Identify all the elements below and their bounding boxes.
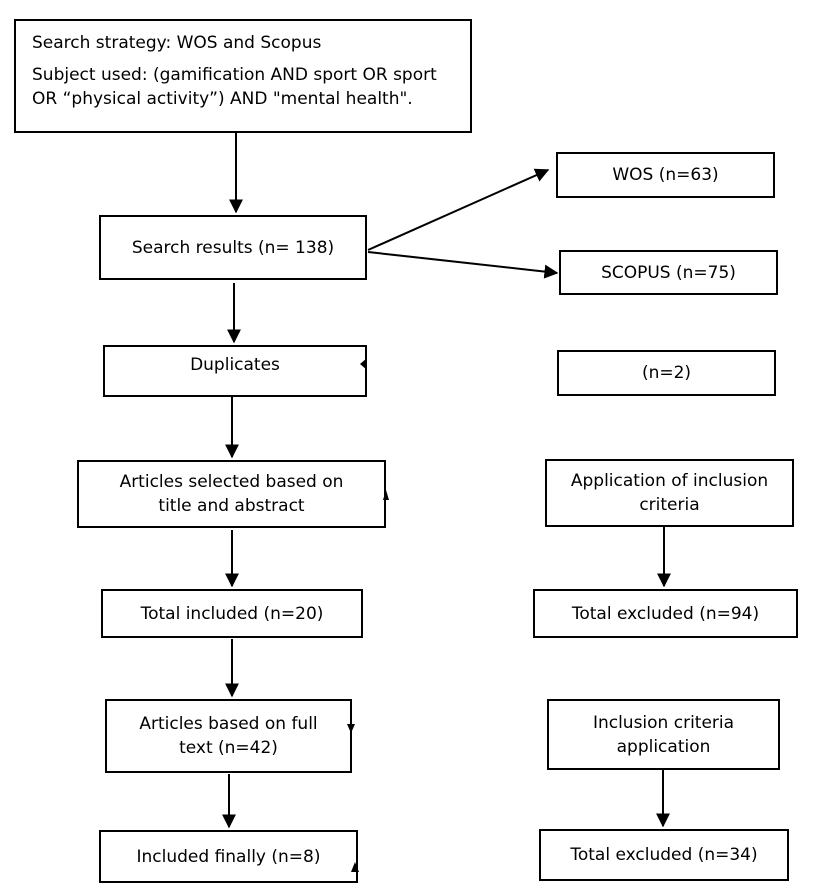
included-finally-box: Included finally (n=8) (99, 830, 358, 883)
tick-included-finally (351, 862, 359, 872)
duplicates-label: Duplicates (190, 355, 280, 375)
search-results-box: Search results (n= 138) (99, 215, 367, 280)
wos-box: WOS (n=63) (556, 152, 775, 198)
full-text-box: Articles based on full text (n=42) (105, 699, 352, 773)
scopus-box: SCOPUS (n=75) (559, 250, 778, 295)
arrow-results-to-scopus (367, 251, 559, 279)
included-finally-label: Included finally (n=8) (136, 846, 321, 867)
application-inclusion-line-1: Application of inclusion (570, 471, 769, 491)
scopus-label: SCOPUS (n=75) (601, 262, 736, 283)
tick-full-text (347, 724, 355, 733)
inclusion-application-line-1: Inclusion criteria (592, 712, 735, 733)
application-inclusion-line-2: criteria (639, 495, 700, 515)
total-excluded-1-label: Total excluded (n=94) (571, 603, 760, 624)
application-inclusion-box: Application of inclusion criteria (545, 459, 794, 527)
title-abstract-line-1: Articles selected based on (119, 472, 344, 492)
title-abstract-box: Articles selected based on title and abs… (77, 460, 386, 528)
total-excluded-2-label: Total excluded (n=34) (570, 845, 758, 865)
total-excluded-2-box: Total excluded (n=34) (539, 829, 789, 881)
title-abstract-line-2: title and abstract (158, 496, 305, 516)
full-text-line-2: text (n=42) (179, 738, 278, 758)
wos-label: WOS (n=63) (612, 165, 719, 185)
subject-used-text: Subject used: (gamification AND sport OR… (32, 65, 437, 109)
tick-title-abstract (383, 490, 389, 500)
tick-duplicates (360, 358, 367, 370)
total-included-label: Total included (n=20) (140, 603, 324, 624)
arrow-results-to-wos (367, 168, 550, 251)
duplicates-box: Duplicates (103, 345, 367, 397)
duplicates-count-label: (n=2) (641, 363, 692, 383)
search-results-label: Search results (n= 138) (131, 237, 335, 258)
inclusion-application-line-2: application (616, 736, 711, 757)
search-strategy-text: Search strategy: WOS and Scopus (32, 33, 322, 53)
duplicates-count-box: (n=2) (557, 350, 776, 396)
full-text-line-1: Articles based on full (139, 714, 318, 734)
inclusion-application-box: Inclusion criteria application (547, 699, 780, 770)
total-excluded-1-box: Total excluded (n=94) (533, 589, 798, 638)
total-included-box: Total included (n=20) (101, 589, 363, 638)
search-strategy-box: Search strategy: WOS and Scopus Subject … (14, 19, 472, 133)
